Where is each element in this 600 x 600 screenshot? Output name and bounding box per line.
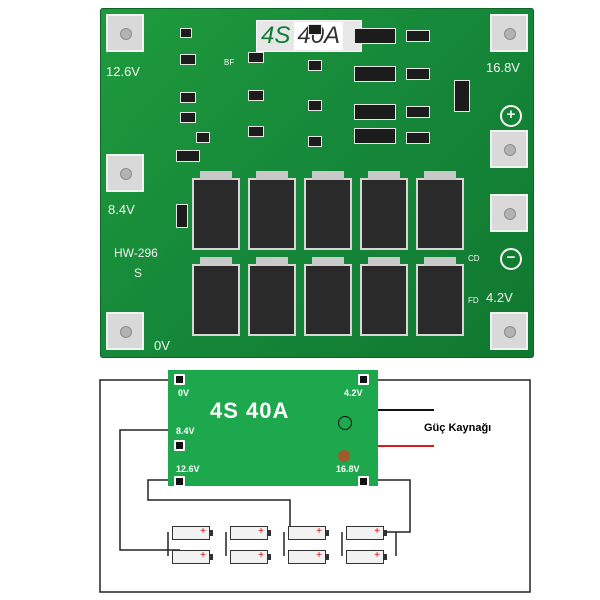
battery-cell: + (288, 526, 329, 540)
smd-component (406, 30, 430, 42)
pad-8-4v (106, 154, 144, 192)
mosfet (416, 171, 464, 250)
mini-pad-label-4-2v: 4.2V (344, 388, 363, 398)
mark-s: S (134, 266, 143, 280)
smd-component (176, 204, 188, 228)
pad-label-8-4v: 8.4V (108, 202, 135, 217)
cell-plus-mark: + (316, 550, 322, 561)
mosfet (360, 257, 408, 336)
pad-hole (174, 440, 185, 451)
battery-cell: + (172, 550, 213, 564)
cell-plus-mark: + (374, 550, 380, 561)
plus-symbol: + (500, 105, 522, 127)
battery-cell: + (346, 550, 387, 564)
mosfet (192, 257, 240, 336)
smd-component (180, 112, 196, 123)
smd-component (308, 100, 322, 111)
brand-cells: 4S (261, 22, 291, 49)
wiring-lines (99, 379, 531, 593)
mark-cd: CD (468, 254, 480, 263)
smd-component (248, 52, 264, 63)
battery-cell: + (230, 526, 271, 540)
mosfet (192, 171, 240, 250)
pad-16-8v (490, 14, 528, 52)
smd-component (354, 128, 396, 144)
cell-plus-mark: + (200, 526, 206, 537)
smd-component (454, 80, 470, 112)
smd-component (196, 132, 210, 143)
wire-8-4v (119, 429, 180, 551)
pad-hole (174, 476, 185, 487)
smd-component (248, 90, 264, 101)
cell-plus-mark: + (200, 550, 206, 561)
mini-pad-label-0v: 0V (178, 388, 190, 398)
wire-0v-loop (99, 379, 531, 593)
mini-board-title: 4S 40A (210, 398, 290, 423)
smd-component (180, 92, 196, 103)
smd-component (248, 126, 264, 137)
mark-fd: FD (468, 296, 479, 305)
mark-bf: BF (224, 58, 235, 67)
smd-component (308, 24, 322, 35)
pad-4-2v (490, 312, 528, 350)
power-source-label: Güç Kaynağı (424, 422, 492, 434)
plus-terminal-icon (338, 450, 350, 462)
cell-plus-mark: + (258, 550, 264, 561)
mosfet (304, 171, 352, 250)
pad-label-16-8v: 16.8V (486, 60, 520, 75)
cell-plus-mark: + (258, 526, 264, 537)
pad-12-6v (106, 14, 144, 52)
wiring-diagram: 0V 4.2V 8.4V 12.6V 16.8V 4S 40A Güç Kayn… (0, 360, 600, 600)
cell-plus-mark: + (316, 526, 322, 537)
smd-component (308, 60, 322, 71)
smd-component (354, 66, 396, 82)
mini-board: 0V 4.2V 8.4V 12.6V 16.8V 4S 40A (168, 370, 378, 487)
pad-label-0v: 0V (154, 338, 170, 353)
smd-component (406, 106, 430, 118)
wire-12-6v (147, 479, 291, 532)
bms-board-photo: 4S 40A 12.6V 8.4V HW-296 S 0V 16.8V + − … (100, 8, 534, 358)
pad-label-4-2v: 4.2V (486, 290, 513, 305)
smd-component (308, 136, 322, 147)
smd-component (180, 54, 196, 65)
pad-hole (358, 374, 369, 385)
battery-cell: + (288, 550, 329, 564)
smd-component (176, 150, 200, 162)
battery-cell: + (230, 550, 271, 564)
smd-component (354, 104, 396, 120)
smd-component (354, 28, 396, 44)
mosfet (304, 257, 352, 336)
battery-cell: + (172, 526, 213, 540)
pad-0v (106, 312, 144, 350)
pad-negative (490, 194, 528, 232)
smd-component (406, 68, 430, 80)
mosfet (360, 171, 408, 250)
mini-pad-label-12-6v: 12.6V (176, 464, 200, 474)
mini-pad-label-8-4v: 8.4V (176, 426, 195, 436)
minus-symbol: − (500, 248, 522, 270)
mosfet (416, 257, 464, 336)
pad-positive (490, 130, 528, 168)
cell-plus-mark: + (374, 526, 380, 537)
minus-terminal-icon (338, 416, 352, 430)
mosfet (248, 171, 296, 250)
pad-hole (174, 374, 185, 385)
smd-component (180, 28, 192, 38)
smd-component (406, 132, 430, 144)
wire-16-8v (370, 479, 411, 533)
mini-pad-label-16-8v: 16.8V (336, 464, 360, 474)
pad-hole (358, 476, 369, 487)
battery-cell: + (346, 526, 387, 540)
model-label: HW-296 (114, 246, 158, 260)
mosfet (248, 257, 296, 336)
pad-label-12-6v: 12.6V (106, 64, 140, 79)
